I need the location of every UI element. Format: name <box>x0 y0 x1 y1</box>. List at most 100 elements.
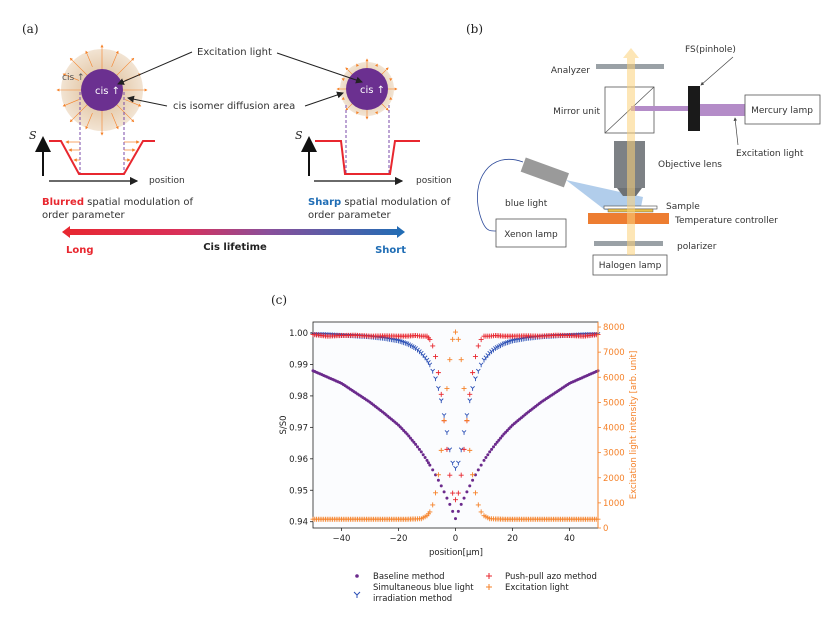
y-tick-label: 1.00 <box>289 329 308 339</box>
y-tick-label: 0.96 <box>289 455 308 465</box>
data-point <box>470 370 476 376</box>
excitation-beam <box>631 106 691 111</box>
halogen-lamp-label: Halogen lamp <box>599 261 662 271</box>
y-tick-label: 0.97 <box>289 423 308 433</box>
data-point <box>493 442 497 446</box>
diffusion-arrow-icon <box>111 50 119 68</box>
data-point <box>472 490 478 496</box>
short-label: Short <box>375 245 406 256</box>
left-excitation-spot <box>81 69 123 111</box>
data-point <box>450 336 456 342</box>
diffusion-arrow-icon <box>69 104 88 123</box>
xenon-lamp-label: Xenon lamp <box>504 230 558 240</box>
data-point <box>456 509 460 513</box>
analyzer-label: Analyzer <box>551 66 590 76</box>
right-s-profile <box>301 105 420 186</box>
diffusion-arrow-icon <box>389 97 393 100</box>
data-point <box>448 502 452 506</box>
data-point <box>438 398 444 404</box>
data-point <box>416 445 419 449</box>
data-point <box>497 438 501 442</box>
data-point <box>478 509 484 515</box>
data-point <box>435 472 441 478</box>
data-point <box>427 362 433 368</box>
data-point <box>491 347 496 353</box>
data-point <box>456 460 461 466</box>
data-point <box>479 463 483 467</box>
legend-blue-line1: Simultaneous blue light <box>373 583 474 593</box>
data-point <box>500 434 504 438</box>
blue-light-label: blue light <box>505 199 548 209</box>
panel-a: (a) cis ↑ cis ↑ cis ↑ Excitation light c… <box>22 22 452 256</box>
blurred-caption: Blurred spatial modulation of <box>42 197 194 208</box>
data-point <box>478 362 484 368</box>
y-right-tick-label: 6000 <box>603 373 625 383</box>
legend-marker-baseline <box>355 574 359 578</box>
data-point <box>408 343 413 349</box>
data-point <box>476 468 480 472</box>
data-point <box>423 456 427 460</box>
data-point <box>397 339 403 344</box>
panel-b-label: (b) <box>466 22 483 36</box>
data-point <box>467 391 473 397</box>
data-point <box>499 436 503 440</box>
data-point <box>430 502 436 508</box>
legend-baseline: Baseline method <box>373 572 445 582</box>
data-point <box>444 430 450 435</box>
data-point <box>464 413 470 418</box>
data-point <box>461 386 467 392</box>
data-point <box>475 343 481 349</box>
data-point <box>425 458 429 462</box>
data-point <box>461 446 467 452</box>
data-point <box>447 472 453 478</box>
data-point <box>439 484 443 488</box>
data-point <box>444 386 450 392</box>
fiber-cable <box>477 158 524 232</box>
data-point <box>414 442 418 446</box>
data-point <box>451 509 455 513</box>
diffusion-arrow-icon <box>85 50 93 68</box>
panel-b: (b) Analyzer Mirror unit FS(pinhole) Mer… <box>466 22 821 276</box>
y-right-tick-label: 4000 <box>603 424 625 434</box>
data-point <box>470 386 475 391</box>
data-point <box>459 502 463 506</box>
data-point <box>409 344 415 350</box>
data-point <box>462 496 466 500</box>
y-right-tick-label: 2000 <box>603 474 625 484</box>
halogen-beam-arrow-icon <box>623 48 639 255</box>
x-tick-label: 20 <box>507 534 518 544</box>
y-right-tick-label: 7000 <box>603 348 625 358</box>
diffusion-area-label: cis isomer diffusion area <box>173 101 295 112</box>
diffusion-arrow-icon <box>116 104 135 123</box>
legend-pushpull: Push-pull azo method <box>505 572 597 582</box>
legend-blue-line2: irradiation method <box>373 594 452 604</box>
data-point <box>441 417 447 423</box>
data-point <box>405 432 409 436</box>
series-excitation-light <box>310 329 601 522</box>
data-point <box>445 496 449 500</box>
data-point <box>467 398 473 404</box>
data-point <box>390 337 396 343</box>
data-point <box>447 447 453 453</box>
excitation-light-label: Excitation light <box>197 47 272 58</box>
data-point <box>458 357 464 363</box>
data-point <box>458 472 464 478</box>
data-point <box>483 355 489 361</box>
data-point <box>431 468 435 472</box>
plot-area <box>312 321 599 529</box>
diffusion-arrow-icon <box>375 111 378 115</box>
excitation-beam-wide <box>700 104 745 116</box>
data-point <box>490 447 494 451</box>
y-axis-right-label: Excitation light intensity [arb. unit] <box>629 351 639 500</box>
diffusion-arrow-icon <box>85 112 93 130</box>
y-tick-label: 0.94 <box>289 518 308 528</box>
sharp-word: Sharp <box>308 197 341 208</box>
data-point <box>470 472 476 478</box>
data-point <box>473 376 478 382</box>
diffusion-arrow-icon <box>345 103 353 111</box>
data-point <box>489 349 494 355</box>
data-point <box>464 417 470 423</box>
temperature-controller-label: Temperature controller <box>674 216 778 226</box>
left-s-profile <box>35 92 155 186</box>
cis-outer-label: cis ↑ <box>62 73 85 83</box>
